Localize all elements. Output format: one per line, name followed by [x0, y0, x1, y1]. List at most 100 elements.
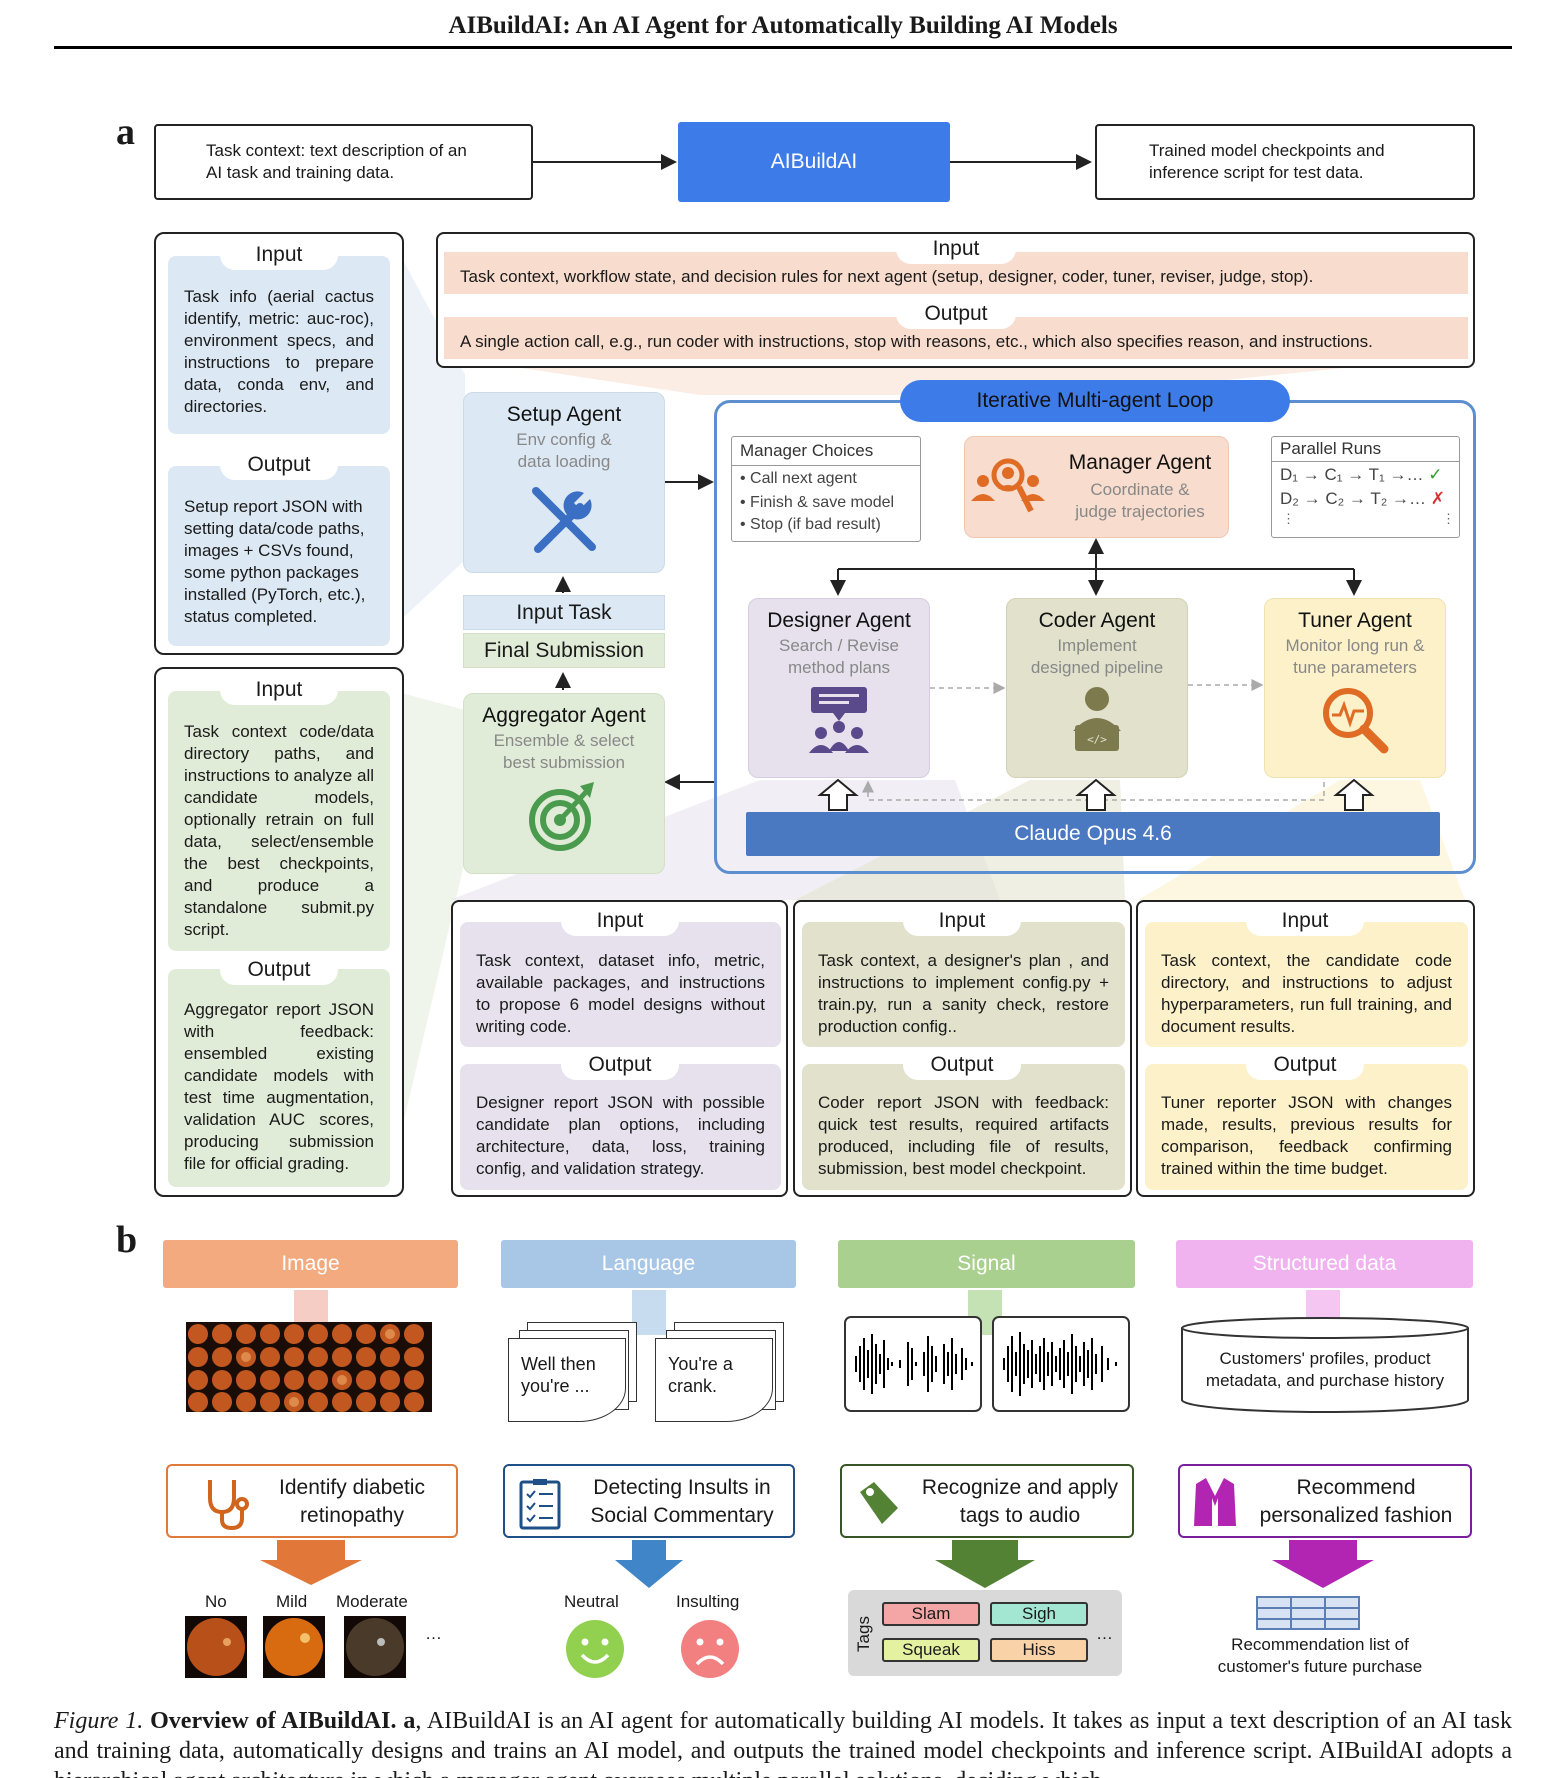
- sentiment-label: Insulting: [676, 1592, 740, 1611]
- caption-label: Figure 1.: [54, 1708, 144, 1734]
- task-label-language: Detecting Insults in Social Commentary: [590, 1476, 774, 1527]
- manager-io-box: Task context, workflow state, and decisi…: [436, 232, 1475, 368]
- aggregator-io-box: Task context code/data directory paths, …: [154, 667, 404, 1197]
- tuner-input-title: Input: [1246, 906, 1364, 936]
- designer-agent-sub: Search / Revise method plans: [779, 636, 899, 677]
- database-cylinder: [1181, 1317, 1469, 1413]
- retina-image-grid: [186, 1322, 432, 1412]
- coder-agent-name: Coder Agent: [1038, 609, 1156, 632]
- final-submission-label: Final Submission: [463, 633, 665, 668]
- category-language: Language: [501, 1240, 796, 1288]
- coder-agent-card: Coder Agent Implement designed pipeline …: [1006, 598, 1188, 778]
- tuner-io-box: Task context, the candidate code directo…: [1136, 900, 1475, 1197]
- presenter-icon: [809, 687, 869, 753]
- output-box: Trained model checkpoints and inference …: [1095, 124, 1475, 200]
- run-row: D₁ → C₁ → T₁ →… ✓: [1280, 465, 1443, 484]
- category-image: Image: [163, 1240, 458, 1288]
- team-icon: [971, 458, 1045, 513]
- recommendation-text: Recommendation list of customer's future…: [1217, 1635, 1423, 1676]
- task-box-image: Identify diabetic retinopathy: [166, 1464, 458, 1538]
- setup-agent-sub: Env config & data loading: [516, 430, 612, 471]
- aibuildai-box: AIBuildAI: [678, 122, 950, 202]
- coder-input-title: Input: [903, 906, 1021, 936]
- tuner-input-text: Task context, the candidate code directo…: [1145, 922, 1468, 1047]
- frowny-icon: [681, 1620, 739, 1678]
- figure-caption: Figure 1. Overview of AIBuildAI. a, AIBu…: [54, 1706, 1512, 1778]
- setup-output-text: Setup report JSON with setting data/code…: [168, 466, 390, 646]
- aggregator-agent-name: Aggregator Agent: [482, 704, 646, 727]
- manager-output-title: Output: [896, 299, 1016, 329]
- coder-input-text: Task context, a designer's plan , and in…: [802, 922, 1125, 1047]
- coder-io-box: Task context, a designer's plan , and in…: [793, 900, 1132, 1197]
- task-label-signal: Recognize and apply tags to audio: [921, 1476, 1119, 1527]
- aggregator-agent-card: Aggregator Agent Ensemble & select best …: [463, 693, 665, 874]
- tag-chip: Squeak: [882, 1638, 980, 1662]
- manager-output-text: A single action call, e.g., run coder wi…: [444, 317, 1468, 359]
- designer-output-text: Designer report JSON with possible candi…: [460, 1064, 781, 1190]
- database-text: Customers' profiles, product metadata, a…: [1205, 1349, 1445, 1390]
- tag-chip: Hiss: [990, 1638, 1088, 1662]
- tuner-agent-card: Tuner Agent Monitor long run & tune para…: [1264, 598, 1446, 778]
- manager-input-text: Task context, workflow state, and decisi…: [444, 252, 1468, 294]
- manager-choices-title: Manager Choices: [732, 437, 920, 466]
- llm-bar: Claude Opus 4.6: [746, 812, 1440, 856]
- manager-choices-box: Manager Choices • Call next agent • Fini…: [731, 436, 921, 542]
- tuner-output-text: Tuner reporter JSON with changes made, r…: [1145, 1064, 1468, 1190]
- retina-output-images: [185, 1616, 406, 1678]
- tuner-agent-name: Tuner Agent: [1298, 609, 1412, 632]
- task-label-image: Identify diabetic retinopathy: [279, 1476, 425, 1527]
- tag-chip: Slam: [882, 1602, 980, 1626]
- aggregator-input-text: Task context code/data directory paths, …: [168, 691, 390, 951]
- setup-io-box: Task info (aerial cactus identify, metri…: [154, 232, 404, 655]
- parallel-runs-title: Parallel Runs: [1272, 437, 1459, 462]
- tools-icon: [532, 487, 596, 553]
- cross-icon: ✗: [1430, 489, 1446, 508]
- aggregator-agent-sub: Ensemble & select best submission: [493, 731, 635, 772]
- tuner-agent-sub: Monitor long run & tune parameters: [1285, 636, 1425, 677]
- more-ellipsis: …: [425, 1624, 442, 1643]
- paper-header: AIBuildAI: An AI Agent for Automatically…: [448, 12, 1118, 39]
- task-box-structured: Recommend personalized fashion: [1178, 1464, 1472, 1538]
- setup-agent-name: Setup Agent: [506, 403, 622, 426]
- audio-waveforms: [844, 1316, 1130, 1412]
- category-signal: Signal: [838, 1240, 1135, 1288]
- designer-io-box: Task context, dataset info, metric, avai…: [451, 900, 788, 1197]
- tag-icon: [860, 1482, 898, 1524]
- task-box-signal: Recognize and apply tags to audio: [840, 1464, 1134, 1538]
- document-2: You're a crank.: [655, 1338, 773, 1422]
- checklist-icon: [519, 1479, 561, 1530]
- task-context-box: Task context: text description of an AI …: [154, 124, 533, 200]
- setup-input-text: Task info (aerial cactus identify, metri…: [168, 256, 390, 434]
- panel-a-label: a: [116, 111, 135, 153]
- manager-agent-card: Manager Agent Coordinate & judge traject…: [964, 436, 1229, 538]
- smiley-icon: [566, 1620, 624, 1678]
- setup-agent-card: Setup Agent Env config & data loading: [463, 392, 665, 573]
- designer-agent-name: Designer Agent: [767, 609, 911, 632]
- choice-item: • Call next agent: [740, 470, 857, 487]
- parallel-runs-box: Parallel Runs D₁ → C₁ → T₁ →… ✓ D₂ → C₂ …: [1271, 436, 1460, 538]
- manager-agent-name: Manager Agent: [1068, 451, 1212, 474]
- coder-output-text: Coder report JSON with feedback: quick t…: [802, 1064, 1125, 1190]
- tags-panel: Tags Slam Sigh Squeak Hiss …: [848, 1590, 1122, 1676]
- ellipsis-vertical: ⋮: [1442, 511, 1455, 526]
- magnifier-pulse-icon: [1323, 688, 1389, 754]
- aggregator-output-title: Output: [220, 955, 338, 985]
- coder-agent-sub: Implement designed pipeline: [1030, 636, 1164, 677]
- choice-item: • Finish & save model: [740, 494, 895, 511]
- aggregator-input-title: Input: [220, 675, 338, 705]
- input-task-label: Input Task: [463, 595, 665, 630]
- designer-input-text: Task context, dataset info, metric, avai…: [460, 922, 781, 1047]
- tuner-output-title: Output: [1246, 1050, 1364, 1080]
- choice-item: • Stop (if bad result): [740, 516, 881, 533]
- designer-agent-card: Designer Agent Search / Revise method pl…: [748, 598, 930, 778]
- ellipsis-vertical: ⋮: [1282, 511, 1295, 526]
- tags-label: Tags: [853, 1616, 873, 1652]
- caption-part-a: a: [403, 1708, 416, 1734]
- tag-chip: Sigh: [990, 1602, 1088, 1626]
- setup-input-title: Input: [220, 240, 338, 270]
- grade-label: Moderate: [336, 1592, 408, 1611]
- more-ellipsis: …: [1096, 1624, 1113, 1643]
- task-box-language: Detecting Insults in Social Commentary: [503, 1464, 795, 1538]
- grade-label: Mild: [276, 1592, 308, 1611]
- designer-output-title: Output: [561, 1050, 679, 1080]
